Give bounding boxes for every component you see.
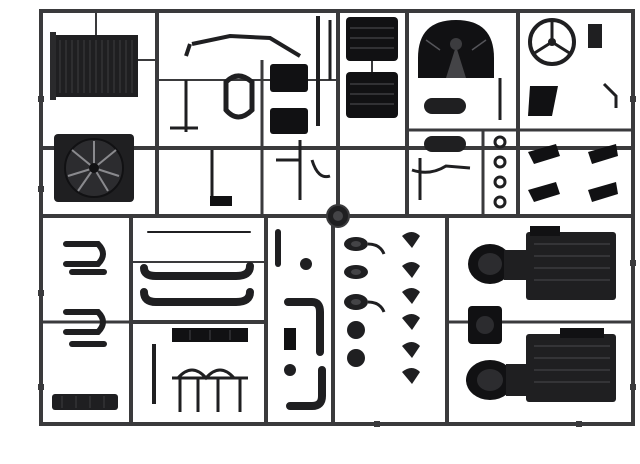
exhaust-box-part <box>52 394 118 410</box>
small-bracket-parts <box>402 232 420 384</box>
air-tank-parts <box>411 136 471 200</box>
frame-crossmember-part <box>152 344 248 412</box>
fifth-wheel-part <box>418 20 502 120</box>
tool-box-part <box>172 328 248 342</box>
engine-block-part <box>468 226 616 300</box>
steering-wheel-part <box>528 18 618 116</box>
seat-parts <box>346 17 398 118</box>
bell-housing-part <box>468 306 502 344</box>
radiator-part <box>50 11 157 100</box>
mudflap-bracket-parts <box>528 144 618 202</box>
wheel-nut-rings <box>493 135 507 209</box>
battery-box-parts <box>210 64 308 206</box>
sprue-gate-hub-inner <box>333 211 343 221</box>
cooling-fan-part <box>54 134 134 202</box>
pipe-bracket-group <box>170 16 332 200</box>
exhaust-pipe-parts <box>275 229 326 410</box>
driveshaft-parts <box>140 231 254 306</box>
pulley-belt-parts <box>344 237 386 367</box>
gearbox-part <box>466 328 616 402</box>
frame-gate-stubs <box>38 96 636 427</box>
axle-bracket-parts <box>63 241 107 347</box>
